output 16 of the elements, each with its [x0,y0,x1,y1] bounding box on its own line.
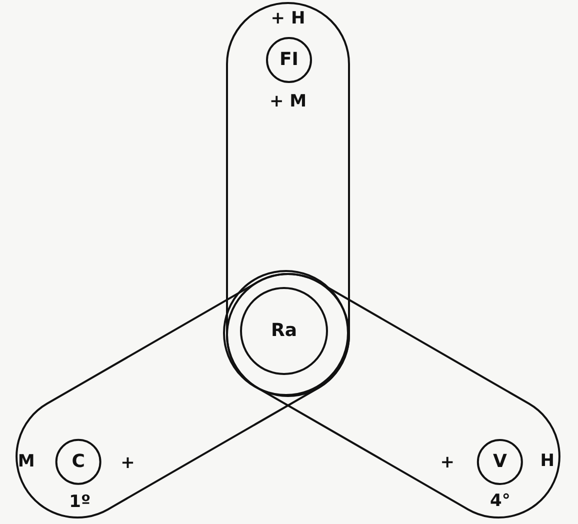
ring-circle [223,270,349,396]
symbol-label: + M [269,94,307,110]
symbol-label: 1º [69,494,91,512]
element-circle [477,439,523,485]
symbol-label: 4° [490,492,510,510]
symbol-label: Ra [270,322,297,340]
symbol-label: C [71,453,85,472]
symbol-label: H [540,454,554,470]
symbol-label: + [440,454,454,472]
element-circle [55,439,101,486]
symbol-label: + H [270,10,306,28]
element-circle [266,37,312,83]
symbol-label: FI [280,51,298,69]
symbol-label: + [120,454,136,472]
symbol-label: V [493,453,507,471]
symbol-label: M [18,454,34,471]
